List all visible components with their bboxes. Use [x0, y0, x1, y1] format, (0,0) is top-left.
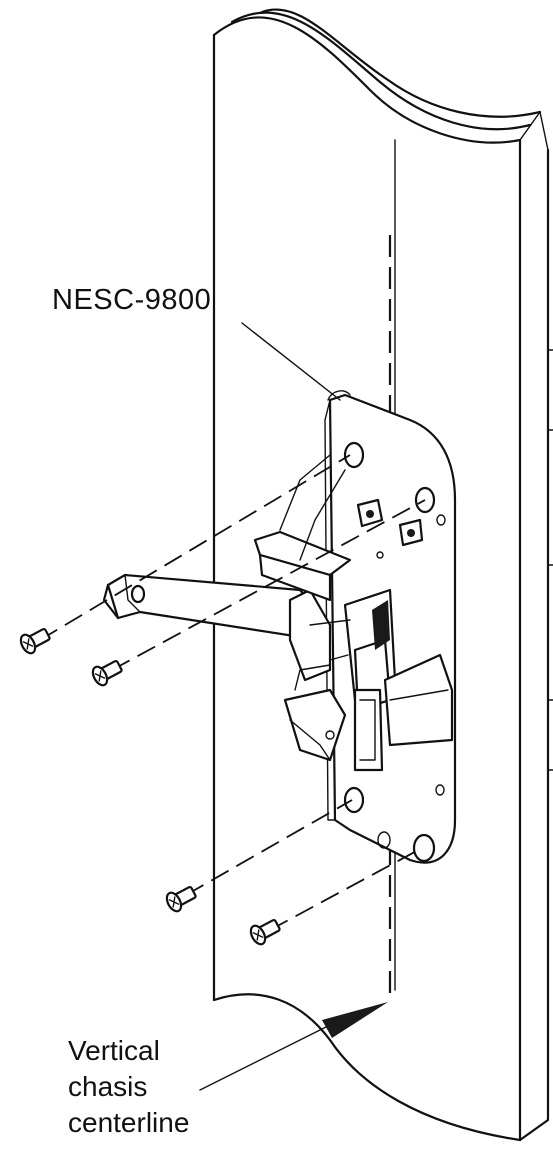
screw-bottom-left [165, 799, 353, 913]
centerline-label-line2: chasis [68, 1071, 148, 1102]
screw-top-left [19, 454, 351, 655]
chassis-panel [212, 8, 553, 1142]
centerline-label: Vertical chasis centerline [68, 1033, 189, 1141]
screw-top-right [91, 499, 426, 687]
centerline-label-line1: Vertical [68, 1035, 160, 1066]
part-label-leader [241, 322, 341, 401]
centerline-arrow [199, 1002, 388, 1091]
latch-arm [102, 454, 454, 772]
screw-bottom-right [249, 847, 423, 946]
part-number-label: NESC-9800 [52, 284, 212, 316]
centerline-label-line3: centerline [68, 1107, 190, 1138]
